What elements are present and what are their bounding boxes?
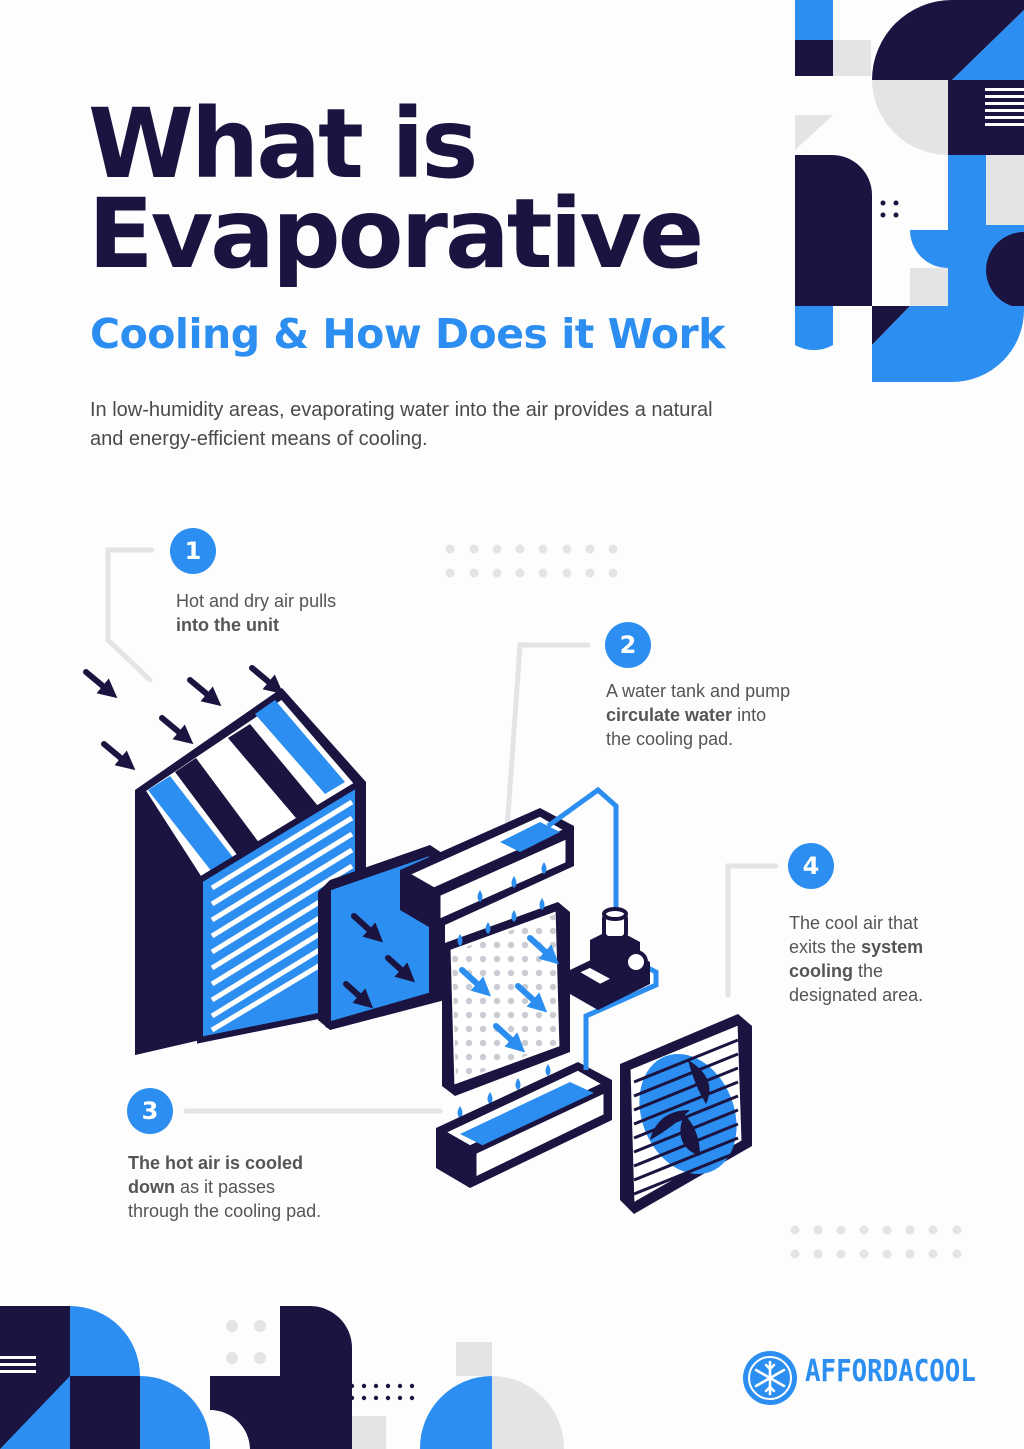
step-4-text: The cool air that exits the system cooli… [789, 911, 989, 1007]
cooler-housing [135, 688, 366, 1055]
brand-name: AFFORDACOOL [805, 1354, 976, 1389]
page-subtitle: Cooling & How Does it Work [90, 310, 726, 358]
step-4-text-cooling: cooling [789, 961, 853, 981]
step-2-text-line1: A water tank and pump [606, 681, 791, 701]
water-pump [570, 907, 650, 1010]
page-title-line1: What is [88, 88, 478, 200]
step-4-text-system: system [861, 937, 924, 957]
step-1-text-plain: Hot and dry air pulls [176, 591, 337, 611]
step-1-text-bold: into the unit [176, 615, 279, 635]
step-3-text-plain-a: as it passes [180, 1177, 276, 1197]
step-3-text-bold-a: The hot air is cooled [128, 1153, 304, 1173]
step-2-text-bold: circulate water [606, 705, 733, 725]
step-4-text-exits: exits the [789, 937, 857, 957]
incoming-air-arrows [83, 665, 284, 771]
step-2-text-line3: the cooling pad. [606, 729, 734, 749]
cooling-pad [442, 902, 570, 1096]
fan-grille [620, 1014, 752, 1214]
step-1-text: Hot and dry air pulls into the unit [176, 589, 416, 637]
water-drops [457, 862, 551, 1118]
step-1-badge: 1 [170, 528, 216, 574]
step-2-badge: 2 [605, 622, 651, 668]
step-3-text: The hot air is cooled down as it passes … [128, 1151, 408, 1223]
step-3-text-plain-b: through the cooling pad. [128, 1201, 322, 1221]
top-water-trough [400, 808, 574, 930]
step-2-text: A water tank and pump circulate water in… [606, 679, 866, 751]
page-title-line2: Evaporative [88, 178, 704, 290]
step-4-badge: 4 [788, 843, 834, 889]
step-3-text-bold-b: down [128, 1177, 175, 1197]
step-3-badge: 3 [127, 1088, 173, 1134]
water-pipe [546, 786, 619, 924]
step-4-text-the: the [858, 961, 884, 981]
step-4-text-area: designated area. [789, 985, 924, 1005]
step-2-text-into: into [737, 705, 767, 725]
step-4-text-line1: The cool air that [789, 913, 919, 933]
intro-paragraph: In low-humidity areas, evaporating water… [90, 399, 713, 450]
filter-panel [318, 845, 445, 1030]
bottom-water-tank [436, 1062, 612, 1188]
